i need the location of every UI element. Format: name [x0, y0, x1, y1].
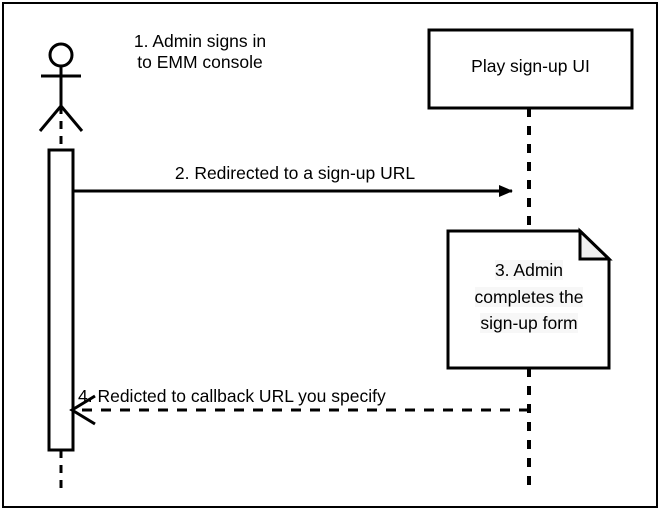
note-3-line-2: completes the — [474, 286, 584, 307]
note-3-line-1: 3. Admin — [494, 260, 564, 280]
note-3-line-3: sign-up form — [480, 313, 578, 334]
diagram-frame-border — [2, 2, 658, 508]
participant-label-play-signup-ui: Play sign-up UI — [471, 56, 590, 76]
message-label-4: 4. Redicted to callback URL you specify — [78, 386, 386, 406]
stick-figure-icon — [38, 42, 84, 132]
message-arrow-4[interactable] — [69, 394, 529, 426]
actor-caption: 1. Admin signs in to EMM console — [100, 31, 300, 72]
note-3-text: 3. Admin completes the sign-up form — [450, 257, 608, 337]
actor-caption-line-2: to EMM console — [137, 51, 263, 72]
message-label-2: 2. Redirected to a sign-up URL — [174, 163, 416, 183]
note-fold-corner — [578, 227, 613, 261]
participant-box-play-signup-ui[interactable] — [427, 28, 634, 110]
actor-activation-bar — [47, 148, 75, 452]
actor-caption-line-1: 1. Admin signs in — [133, 31, 267, 51]
